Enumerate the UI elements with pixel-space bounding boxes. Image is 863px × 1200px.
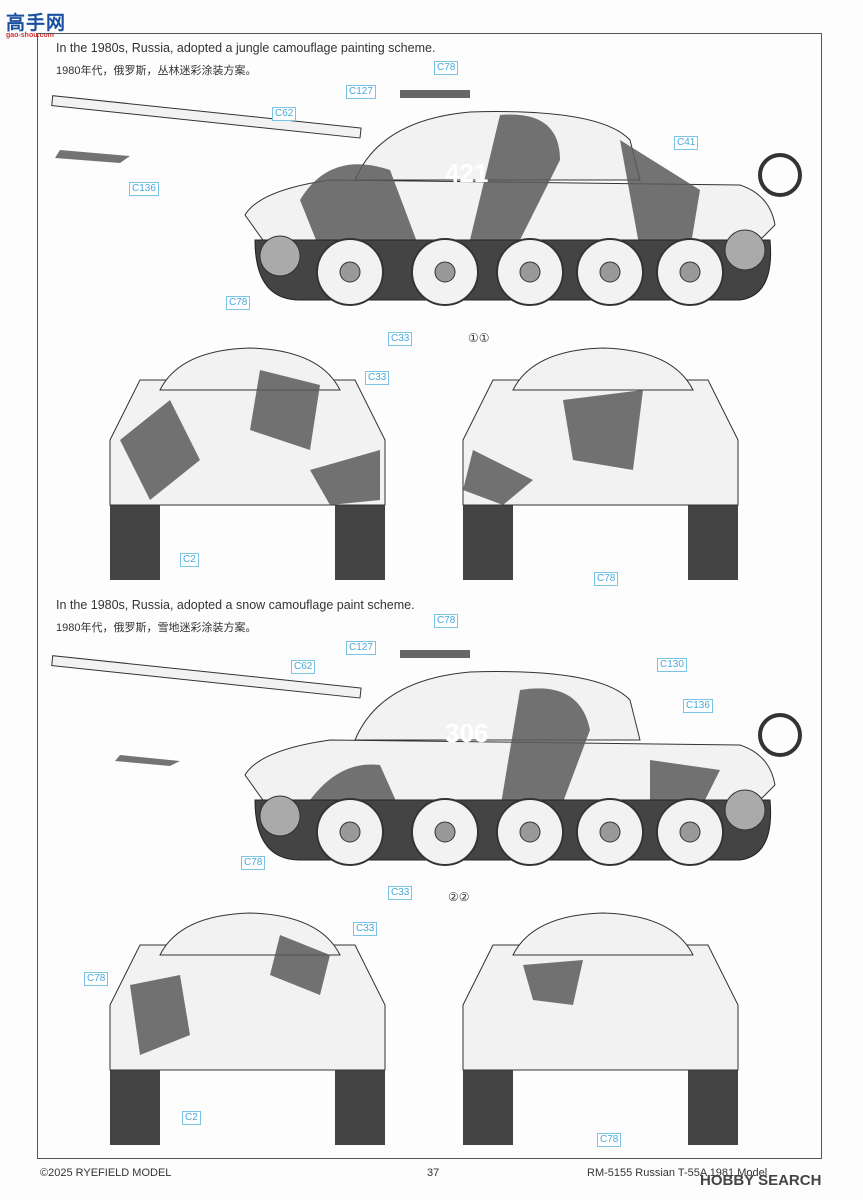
paint-callout: C62 xyxy=(291,660,316,674)
unditching-log xyxy=(758,153,802,197)
paint-callout: C78 xyxy=(434,61,459,75)
turret-number: 306 xyxy=(445,718,488,748)
unditching-log xyxy=(758,713,802,757)
wheel-hub xyxy=(679,821,701,843)
camouflage-patch xyxy=(500,688,590,810)
wheel-hub xyxy=(519,821,541,843)
hull xyxy=(462,944,739,1071)
camouflage-patch xyxy=(300,164,420,250)
wheel-hub xyxy=(679,261,701,283)
paint-callout: C78 xyxy=(434,614,459,628)
paint-callout: C33 xyxy=(388,886,413,900)
page-frame xyxy=(37,33,822,1159)
paint-callout: C127 xyxy=(346,85,376,99)
paint-callout: C33 xyxy=(365,371,390,385)
camouflage-patch xyxy=(523,960,583,1005)
tank-front-view xyxy=(109,347,386,580)
camouflage-patch xyxy=(563,390,643,470)
drive-sprocket xyxy=(259,235,301,277)
turret xyxy=(354,671,641,741)
paint-callout: C127 xyxy=(346,641,376,655)
wheel-hub xyxy=(434,261,456,283)
paint-callout: C78 xyxy=(84,972,109,986)
scheme-1-title-en: In the 1980s, Russia, adopted a jungle c… xyxy=(56,41,436,55)
paint-callout: C2 xyxy=(180,553,199,567)
paint-callout: C33 xyxy=(388,332,413,346)
turret-number: 421 xyxy=(445,158,488,188)
step-marker: ②② xyxy=(448,890,470,904)
page-number: 37 xyxy=(427,1167,440,1179)
paint-callout: C62 xyxy=(272,107,297,121)
wheel-hub xyxy=(339,261,361,283)
drive-sprocket xyxy=(259,795,301,837)
scheme-2-title-en: In the 1980s, Russia, adopted a snow cam… xyxy=(56,598,415,612)
step-marker: ①① xyxy=(468,331,490,345)
wheel-hub xyxy=(599,261,621,283)
paint-callout: C33 xyxy=(353,922,378,936)
tank-side-view: 421 xyxy=(51,90,802,306)
paint-callout: C2 xyxy=(182,1111,201,1125)
wheel-hub xyxy=(339,821,361,843)
tank-side-view: 306 xyxy=(51,650,802,866)
copyright: ©2025 RYEFIELD MODEL xyxy=(40,1167,172,1179)
camouflage-patch xyxy=(120,400,200,500)
wheel-hub xyxy=(519,261,541,283)
paint-callout: C78 xyxy=(597,1133,622,1147)
scheme-2-title-cn: 1980年代，俄罗斯，雪地迷彩涂装方案。 xyxy=(56,622,257,634)
machine-gun xyxy=(400,90,470,98)
camouflage-patch xyxy=(250,370,320,450)
site-logo: 高手网 gao-shou.com xyxy=(6,13,67,39)
camouflage-patch xyxy=(270,935,330,995)
wheel-hub xyxy=(599,821,621,843)
paint-callout: C130 xyxy=(657,658,687,672)
watermark: HOBBY SEARCH xyxy=(700,1172,822,1189)
camouflage-patch xyxy=(620,140,700,250)
tank-rear-view xyxy=(462,347,739,580)
tank-rear-view xyxy=(462,912,739,1145)
idler-wheel xyxy=(724,229,766,271)
paint-callout: C78 xyxy=(594,572,619,586)
product-name: RM-5155 Russian T-55A 1981 Model xyxy=(587,1167,768,1179)
camouflage-patch xyxy=(130,975,190,1055)
gun-barrel xyxy=(51,95,362,139)
machine-gun xyxy=(400,650,470,658)
paint-callout: C41 xyxy=(674,136,699,150)
tank-front-view xyxy=(109,912,386,1145)
wheel-hub xyxy=(434,821,456,843)
camouflage-patch xyxy=(310,450,380,505)
paint-callout: C136 xyxy=(683,699,713,713)
camouflage-patch xyxy=(470,114,560,240)
camouflage-patch xyxy=(463,450,533,505)
turret xyxy=(512,347,694,391)
camouflage-patch xyxy=(55,150,130,163)
scheme-1-title-cn: 1980年代，俄罗斯，丛林迷彩涂装方案。 xyxy=(56,65,257,77)
paint-callout: C78 xyxy=(241,856,266,870)
camouflage-patch xyxy=(650,760,720,810)
idler-wheel xyxy=(724,789,766,831)
turret xyxy=(512,912,694,956)
camouflage-patch xyxy=(310,764,400,810)
paint-callout: C136 xyxy=(129,182,159,196)
camouflage-patch xyxy=(115,755,180,766)
gun-barrel xyxy=(51,655,362,699)
paint-callout: C78 xyxy=(226,296,251,310)
